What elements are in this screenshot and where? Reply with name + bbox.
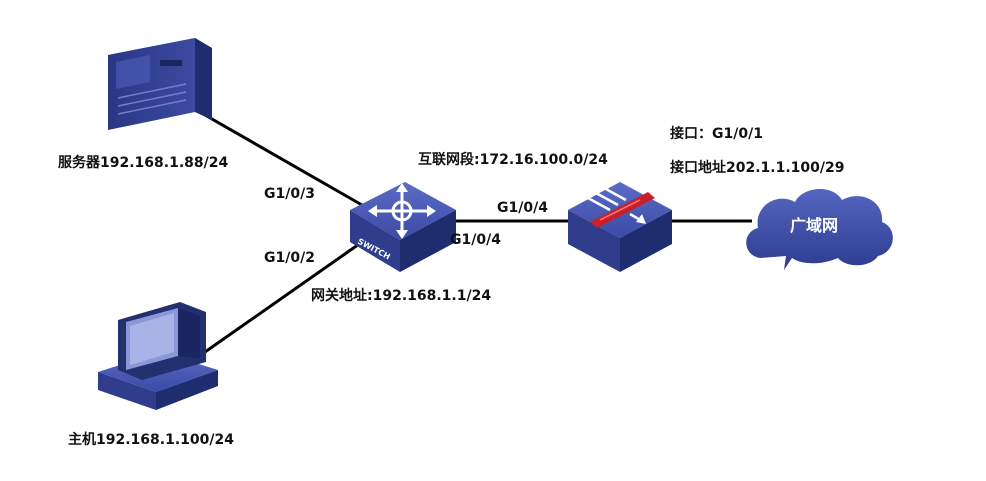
link-host-switch — [204, 240, 363, 354]
wan-address-label: 接口地址202.1.1.100/29 — [670, 160, 845, 176]
port-label-g1-0-3: G1/0/3 — [264, 186, 315, 202]
server-label: 服务器192.168.1.88/24 — [58, 155, 229, 171]
layer3-switch-icon: SWITCH — [350, 182, 456, 272]
cloud-icon — [746, 188, 893, 270]
port-label-g1-0-2: G1/0/2 — [264, 250, 315, 266]
link-server-switch — [204, 113, 363, 207]
wan-interface-label: 接口：G1/0/1 — [670, 126, 763, 142]
desktop-computer-icon — [98, 302, 218, 410]
wan-cloud-label: 广域网 — [790, 216, 839, 235]
host-label: 主机192.168.1.100/24 — [68, 432, 234, 448]
links — [204, 113, 752, 354]
gateway-label: 网关地址:192.168.1.1/24 — [311, 288, 492, 304]
port-label-switch-to-fw: G1/0/4 — [497, 200, 548, 216]
firewall-icon — [568, 182, 672, 272]
interconnect-segment-label: 互联网段:172.16.100.0/24 — [418, 152, 608, 168]
server-tower-icon — [108, 38, 212, 130]
port-label-fw-to-switch: G1/0/4 — [450, 232, 501, 248]
